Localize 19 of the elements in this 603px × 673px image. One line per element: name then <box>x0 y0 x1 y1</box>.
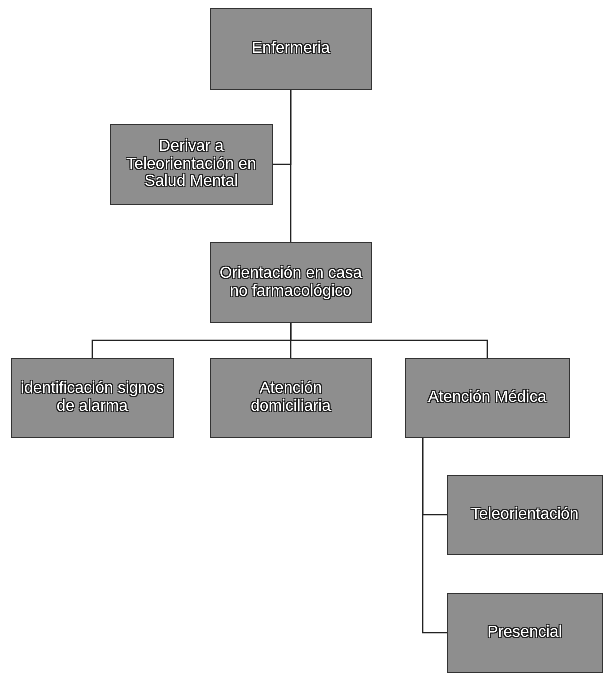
process-box <box>405 358 570 438</box>
process-box <box>210 358 372 438</box>
connector-line <box>290 90 292 242</box>
process-box <box>210 8 372 90</box>
connector-line <box>422 438 447 634</box>
box-label: Orientación en casa no farmacológico <box>219 264 363 300</box>
process-box <box>110 124 273 205</box>
process-box <box>210 242 372 323</box>
box-label: identificación signos de alarma <box>20 380 165 416</box>
box-label: Enfermeria <box>252 40 330 58</box>
box-label: Derivar a Teleorientación en Salud Mental <box>126 138 258 191</box>
process-box <box>447 593 603 673</box>
process-box <box>11 358 174 438</box>
process-box <box>447 475 603 555</box>
box-label: Presencial <box>488 624 562 642</box>
box-label: Atención Médica <box>428 389 547 407</box>
box-label: Teleorientación <box>471 506 579 524</box>
connector-line <box>290 323 488 358</box>
box-label: Atención domiciliaria <box>250 380 332 416</box>
